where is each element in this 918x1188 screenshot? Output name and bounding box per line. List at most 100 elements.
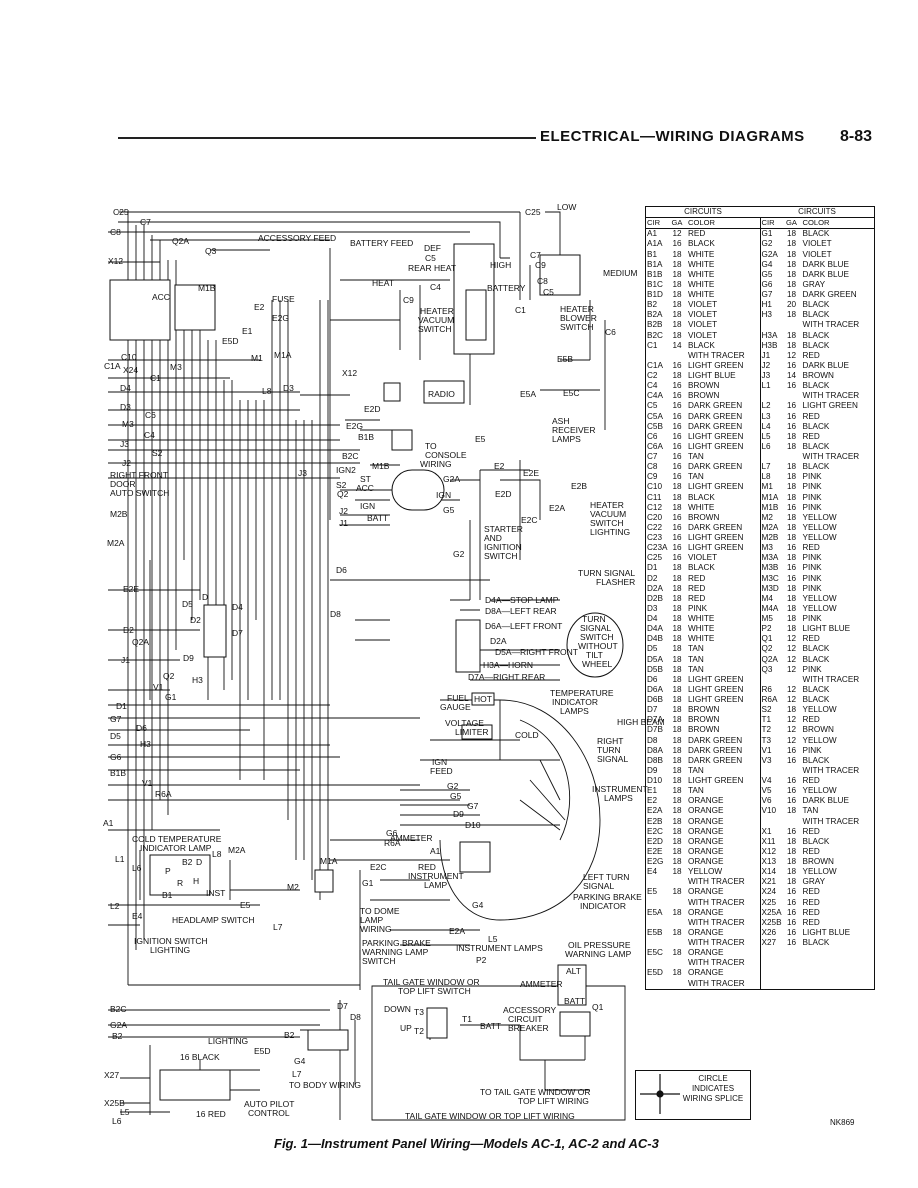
cell-circuit: D9 xyxy=(647,765,658,775)
label-g7-cluster: G7 xyxy=(467,801,479,811)
cell-circuit: X14 xyxy=(761,867,777,877)
ammeter-unit xyxy=(459,841,491,873)
cell-circuit: D2 xyxy=(647,573,658,583)
label-v1: V1 xyxy=(153,682,164,692)
cell-circuit: C1 xyxy=(647,340,658,350)
cell-circuit: M2B xyxy=(761,533,779,542)
label-h3a: H3A—HORN xyxy=(483,660,533,670)
label-d8-lower: D8 xyxy=(350,1012,361,1022)
header-cir: CIR xyxy=(647,218,661,228)
label-d2-mid: D2 xyxy=(190,615,201,625)
cell-circuit: M5 xyxy=(761,614,773,623)
cell-color: YELLOW xyxy=(802,867,837,877)
label-g1: G1 xyxy=(165,692,177,702)
cell-color: TAN xyxy=(802,806,819,816)
cell-circuit: E2B xyxy=(647,816,663,826)
cell-gauge: 18 xyxy=(672,310,682,320)
cell-gauge: 18 xyxy=(786,806,797,816)
diagram-labels: C25 C7 C8 C25 LOW Q2A ACCESSORY FEED BAT… xyxy=(103,202,665,1126)
cell-color: TAN xyxy=(688,654,704,664)
label-l1: L1 xyxy=(115,854,125,864)
cell-circuit: E2D xyxy=(647,836,663,846)
label-m3: M3 xyxy=(170,362,182,372)
cell-circuit: M4 xyxy=(761,593,773,603)
label-g6: G6 xyxy=(110,752,122,762)
cell-gauge: 16 xyxy=(672,421,682,431)
cell-circuit: D7B xyxy=(647,725,663,735)
cell-circuit: B1D xyxy=(647,290,663,299)
cell-color: YELLOW xyxy=(802,533,837,542)
cell-color: RED xyxy=(688,573,706,583)
cell-circuit: E2C xyxy=(647,826,663,836)
label-d9: D9 xyxy=(183,653,194,663)
cell-gauge: 18 xyxy=(786,624,797,634)
cell-color: BLACK xyxy=(802,421,830,431)
label-acc-ign: ACC xyxy=(356,483,374,493)
cell-circuit: R6A xyxy=(761,695,778,704)
cell-gauge: 18 xyxy=(786,310,797,320)
cell-circuit: L3 xyxy=(761,411,771,421)
label-l7-lower: L7 xyxy=(292,1069,302,1079)
label-v1-left: V1 xyxy=(142,778,153,788)
voltage-limiter xyxy=(461,724,493,740)
cell-color: BLACK xyxy=(802,755,830,765)
label-e5-lower: E5 xyxy=(240,900,251,910)
label-t1: T1 xyxy=(462,1014,472,1024)
cell-gauge: 18 xyxy=(672,371,682,380)
cell-color: RED xyxy=(802,846,820,856)
cell-circuit: G7 xyxy=(761,290,773,299)
label-up: UP xyxy=(400,1023,412,1033)
label-g6-cluster: G6 xyxy=(386,828,398,838)
cell-gauge: 16 xyxy=(786,563,797,573)
cell-circuit: E4 xyxy=(647,867,658,877)
cell-color: VIOLET xyxy=(688,300,718,310)
cell-gauge: 16 xyxy=(786,421,797,431)
cell-circuit: L7 xyxy=(761,462,771,472)
cell-color: RED xyxy=(688,229,706,239)
cell-circuit: D4A xyxy=(647,624,663,634)
label-e5d-lower: E5D xyxy=(254,1046,271,1056)
cell-color: PINK xyxy=(802,482,822,492)
cell-color: WITH TRACER xyxy=(802,765,860,775)
label-batt-tail: BATT xyxy=(564,996,585,1006)
label-j2: J2 xyxy=(122,458,131,468)
cell-circuit: M1A xyxy=(761,492,779,502)
cell-circuit: G2 xyxy=(761,239,773,249)
label-e5a: E5A xyxy=(520,389,536,399)
cell-circuit: G1 xyxy=(761,229,773,239)
cell-circuit: C7 xyxy=(647,452,658,461)
label-d8: D8 xyxy=(330,609,341,619)
cell-gauge: 18 xyxy=(672,593,682,603)
label-e5c: E5C xyxy=(563,388,580,398)
cell-circuit: X27 xyxy=(761,938,777,947)
cell-color: YELLOW xyxy=(802,512,837,522)
cell-circuit: C22 xyxy=(647,522,663,532)
cell-circuit xyxy=(646,938,669,948)
label-c25: C25 xyxy=(113,207,129,217)
label-d8a: D8A—LEFT REAR xyxy=(485,606,557,616)
label-m2a: M2A xyxy=(107,538,125,548)
alternator-box xyxy=(557,964,587,1006)
heater-blower-switch-body xyxy=(539,254,581,296)
cell-circuit: X11 xyxy=(761,836,776,846)
label-e2g-mid: E2G xyxy=(346,421,363,431)
cell-gauge: 16 xyxy=(786,381,797,391)
